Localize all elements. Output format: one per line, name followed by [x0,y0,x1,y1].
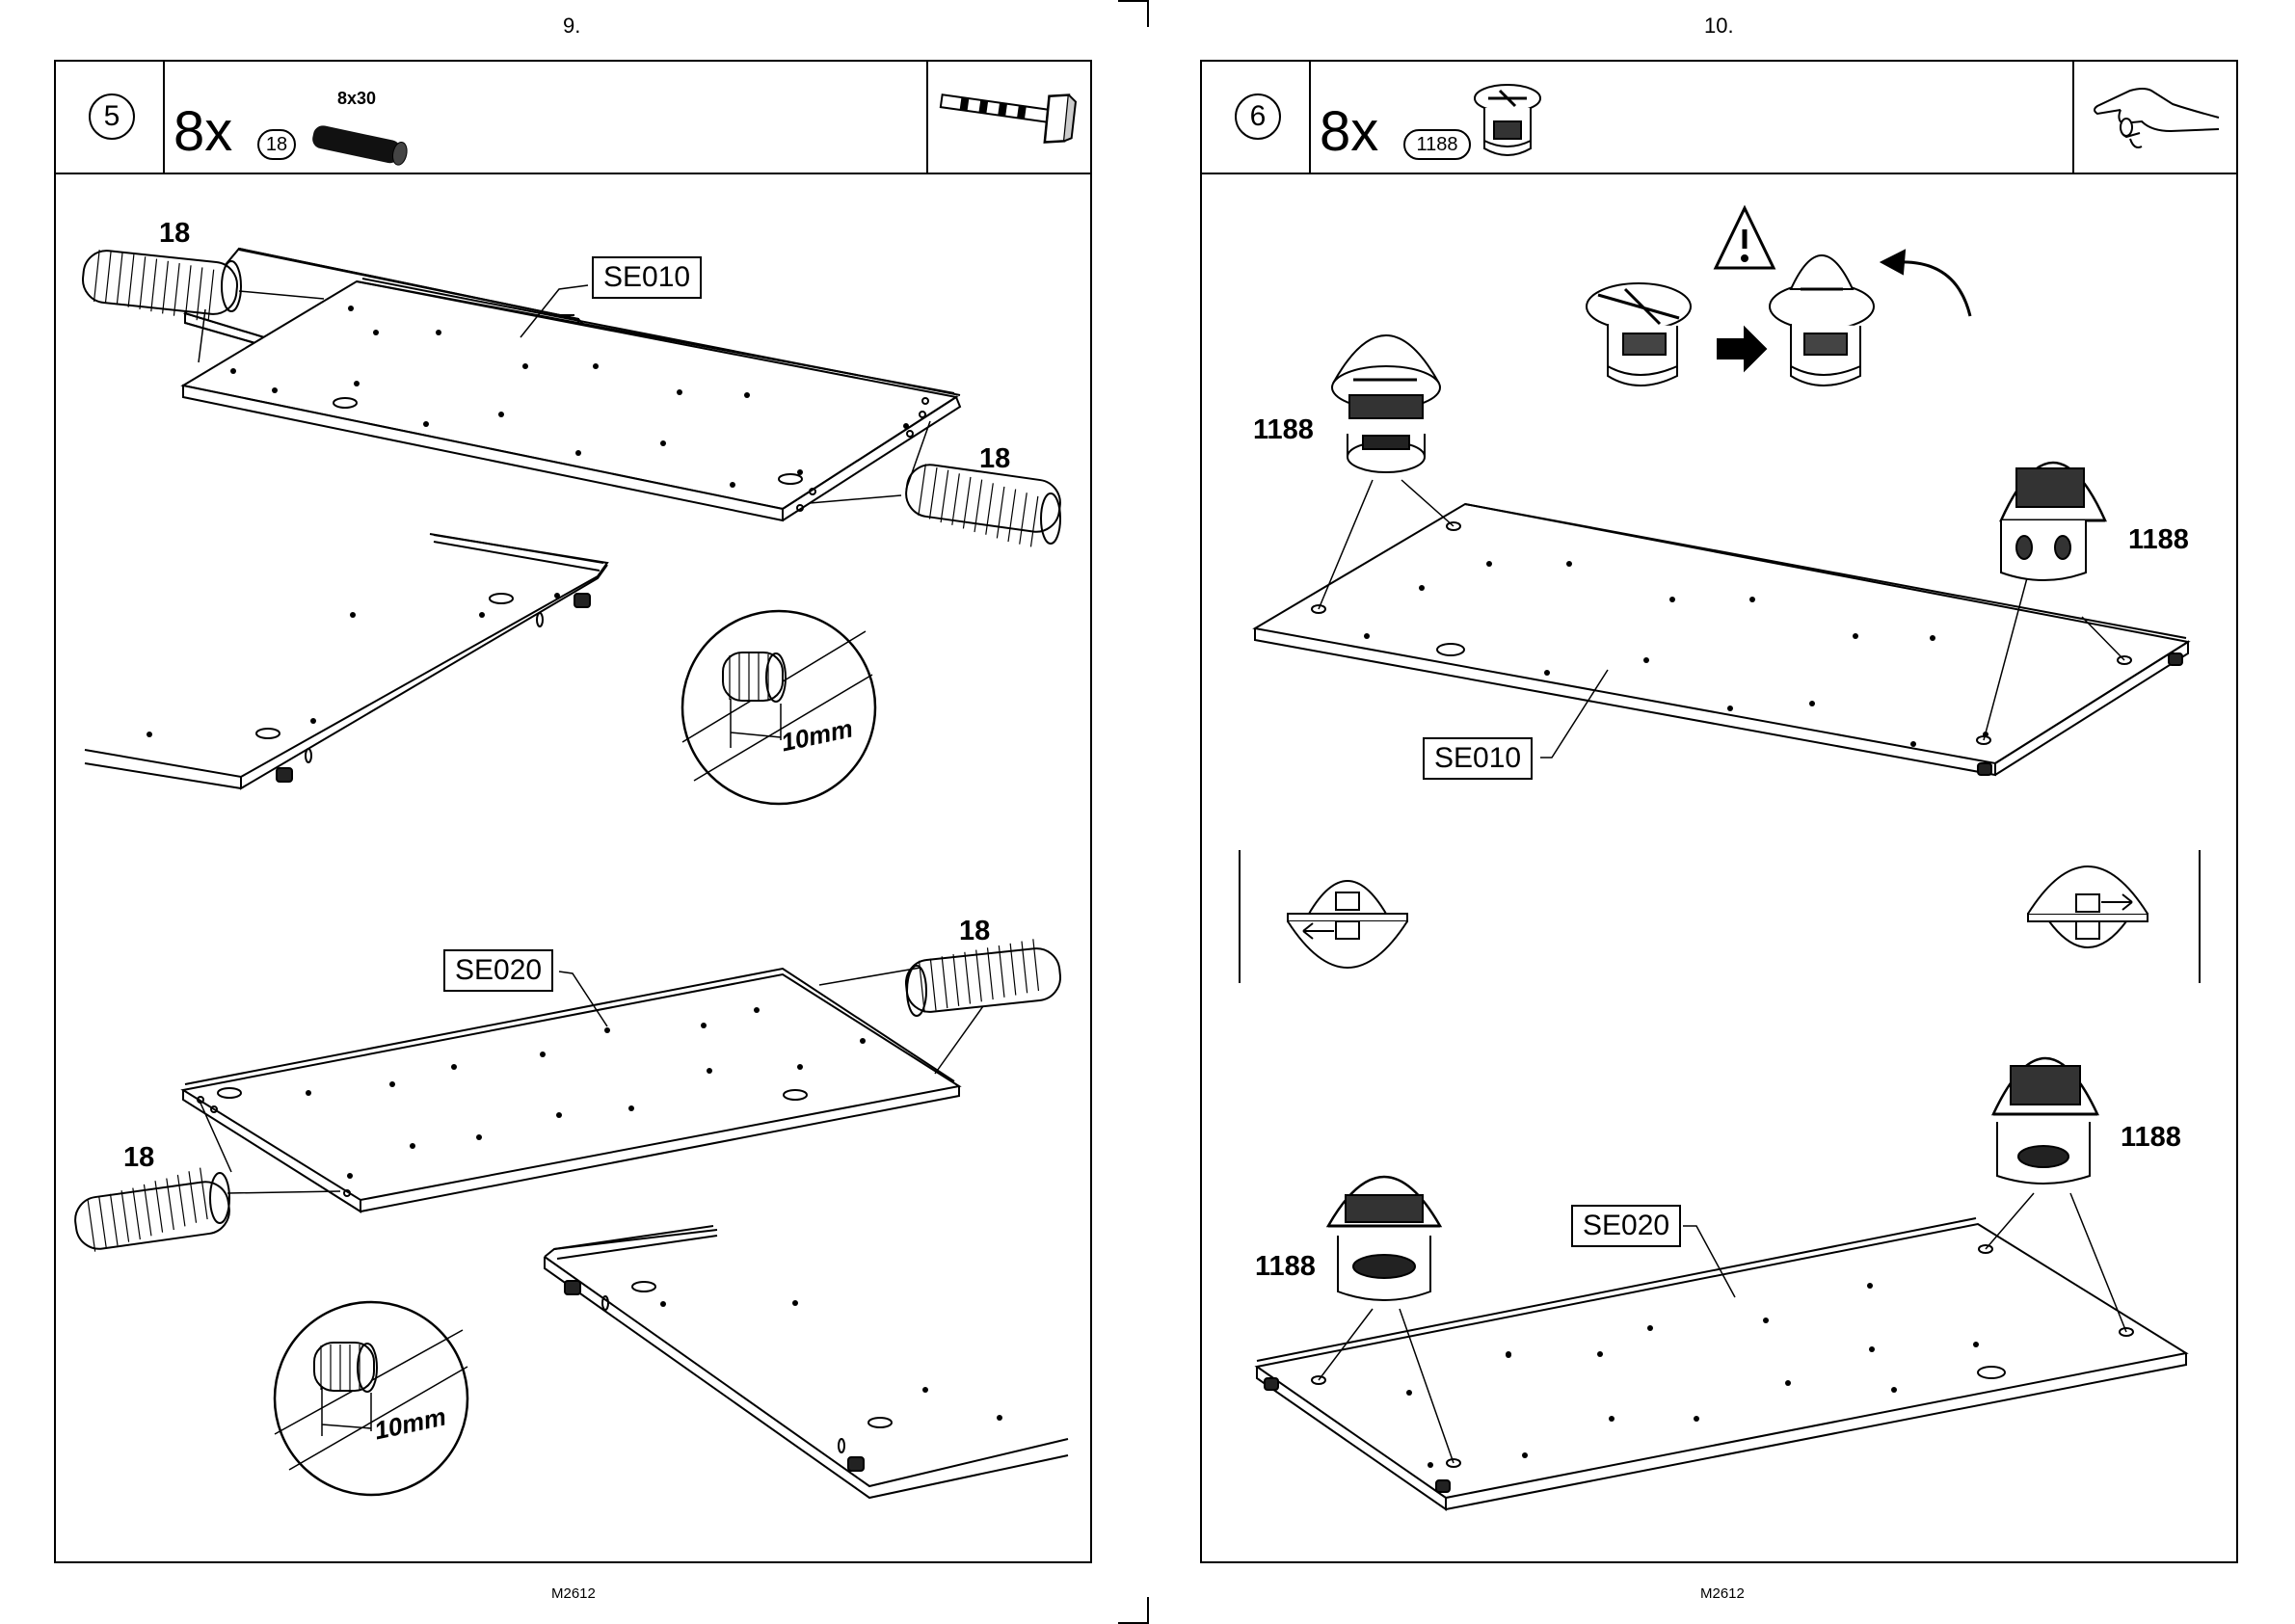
panel-label: SE010 [592,256,702,299]
cam-side-view [2028,850,2200,983]
part-callout: 1188 [1253,414,1314,446]
part-callout: 18 [123,1142,154,1174]
cam-lock-icon [1328,1177,1440,1300]
panel-label: SE010 [1423,737,1533,780]
cam-lock-icon [1993,1058,2097,1184]
arrow-right-icon [1718,328,1766,370]
panel-se010 [183,279,960,520]
step-6-drawing [1147,0,2294,1624]
panel-se020 [183,969,959,1211]
cam-lock-icon [1332,335,1440,472]
warning-triangle-icon [1716,208,1774,268]
part-callout: 1188 [1255,1251,1316,1283]
part-callout: 18 [159,218,190,250]
cam-side-view [1240,850,1407,983]
rotate-arrow-icon [1881,251,1970,316]
cam-lock-icon [2001,463,2105,580]
part-callout: 1188 [2121,1122,2181,1154]
panel-label: SE020 [1571,1205,1681,1247]
panel-corner-detail [545,1226,1068,1498]
magnifier-detail [682,611,875,804]
cam-lock-closed [1587,283,1691,386]
part-callout: 18 [959,916,990,947]
cam-lock-open [1770,255,1874,386]
magnifier-detail [275,1302,467,1495]
part-callout: 18 [979,443,1010,475]
panel-corner-detail [85,534,607,788]
panel-label: SE020 [443,949,553,992]
part-callout: 1188 [2128,524,2189,556]
